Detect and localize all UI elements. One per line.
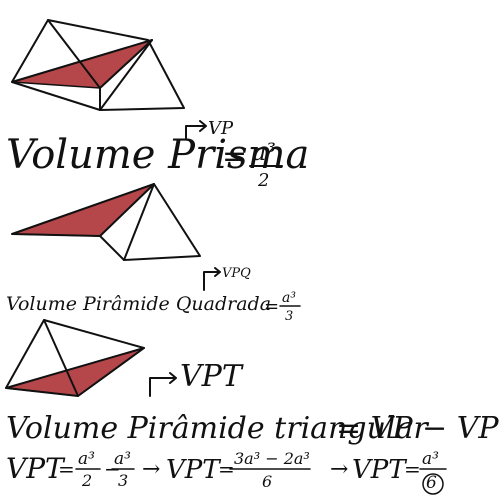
square-pyramid-numerator: a³ [282, 290, 296, 306]
square-pyramid-tag: VPQ [222, 266, 251, 281]
prism-edge [11, 39, 153, 83]
prism-label: Volume Prisma [6, 132, 309, 178]
final-term2-denominator: 3 [118, 471, 128, 490]
final-term4-denominator: 6 [426, 473, 437, 493]
final-arrow-1: → [142, 457, 160, 482]
prism-edge [99, 39, 153, 111]
final-lhs-2: VPT [166, 455, 221, 485]
triangular-pyramid-edge [5, 347, 145, 389]
prism-numerator: a³ [252, 138, 276, 166]
final-term2-numerator: a³ [114, 449, 131, 469]
prism-tag-arrow [185, 120, 207, 139]
square-pyramid-edge [99, 183, 155, 237]
square-pyramid-denominator: 3 [285, 309, 293, 324]
prism-edge [47, 19, 101, 89]
triangular-pyramid-figure [5, 319, 145, 397]
triangular-pyramid-tag: VPT [180, 359, 244, 394]
square-pyramid-edge [123, 183, 155, 261]
final-term3-numerator: 3a³ − 2a³ [234, 449, 310, 468]
final-lhs: VPT [6, 452, 66, 485]
final-term1-denominator: 2 [81, 471, 92, 490]
prism-figure [11, 19, 185, 111]
prism-equals: = [222, 139, 247, 174]
final-equals-3: = [404, 457, 421, 481]
square-pyramid-tag-arrow [203, 267, 221, 291]
final-arrow-2: → [330, 457, 348, 482]
triangular-pyramid-equation: = VP − VPQ [336, 411, 500, 446]
square-pyramid-figure [11, 183, 201, 261]
final-lhs-3: VPT [352, 455, 407, 485]
prism-denominator: 2 [257, 170, 269, 191]
triangular-pyramid-label: Volume Pirâmide triangular [6, 411, 429, 446]
square-pyramid-equals: = [264, 296, 279, 317]
triangular-pyramid-edge [43, 319, 79, 397]
prism-tag: VP [208, 118, 234, 139]
final-term1-numerator: a³ [78, 449, 95, 469]
prism-edge [99, 39, 153, 89]
square-pyramid-outline [11, 183, 201, 261]
final-equals: = [58, 457, 75, 481]
square-pyramid-label: Volume Pirâmide Quadrada [6, 293, 271, 315]
final-calculation: VPT = a³ 2 − a³ 3 → VPT = 3a³ − 2a³ 6 → … [6, 449, 447, 495]
triangular-pyramid-tag-arrow [149, 372, 177, 397]
final-answer-circle [422, 473, 444, 495]
prism-outline [11, 19, 185, 111]
final-equals-2: = [218, 457, 235, 481]
final-term3-denominator: 6 [262, 472, 272, 491]
final-term4-numerator: a³ [422, 449, 439, 469]
